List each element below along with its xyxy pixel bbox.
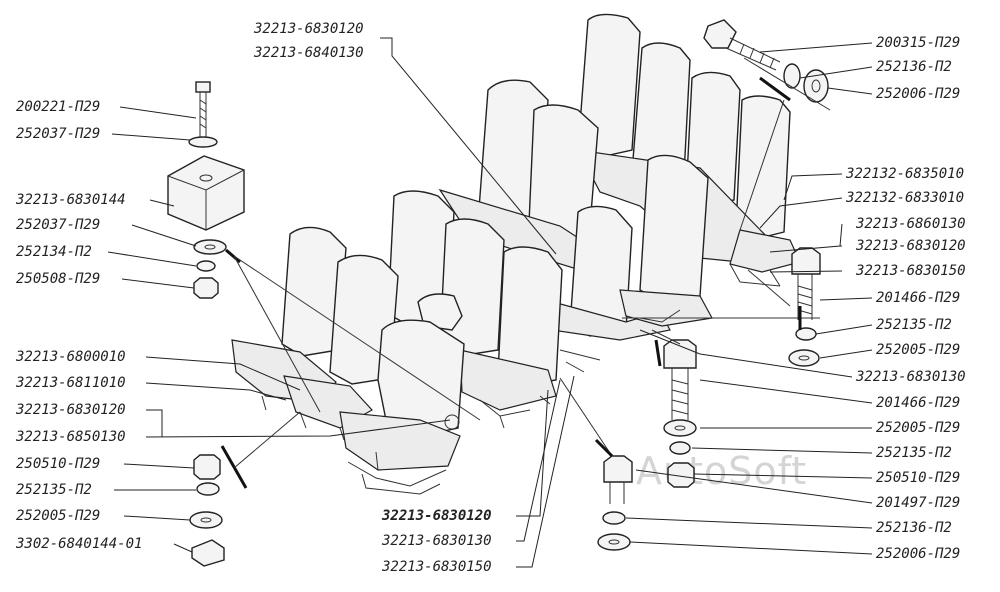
label-left-8: 32213-6830120 [15, 402, 126, 418]
label-top-1: 32213-6840130 [253, 45, 364, 61]
label-right-8: 201466-П29 [876, 290, 960, 306]
label-right-0: 200315-П29 [876, 35, 960, 51]
label-left-0: 200221-П29 [16, 99, 100, 115]
seat-group-middle [438, 79, 713, 373]
left-hardware [167, 81, 245, 567]
label-right-7: 32213-6830150 [855, 263, 966, 279]
label-right-18: 252006-П29 [876, 546, 960, 562]
label-right-15: 250510-П29 [876, 470, 960, 486]
label-right-12: 201466-П29 [876, 395, 960, 411]
label-right-16: 201497-П29 [876, 495, 960, 511]
label-left-2: 32213-6830144 [15, 192, 126, 208]
watermark-text: AutoSoft [636, 449, 807, 493]
label-left-1: 252037-П29 [16, 126, 100, 142]
label-left-13: 3302-6840144-01 [15, 536, 142, 552]
label-right-14: 252135-П2 [876, 445, 952, 461]
label-right-6: 32213-6830120 [855, 238, 966, 254]
label-right-13: 252005-П29 [876, 420, 960, 436]
label-right-1: 252136-П2 [876, 59, 952, 75]
label-right-5: 32213-6860130 [855, 216, 966, 232]
label-right-10: 252005-П29 [876, 342, 960, 358]
label-left-7: 32213-6811010 [15, 375, 126, 391]
leader-lines [107, 37, 873, 568]
left-labels: 200221-П29 252037-П29 32213-6830144 2520… [15, 99, 142, 552]
label-bottom-2: 32213-6830150 [381, 559, 492, 575]
label-bottom-0: 32213-6830120 [381, 508, 492, 524]
label-left-3: 252037-П29 [16, 217, 100, 233]
driver-seat [339, 293, 465, 495]
right-hardware [597, 19, 829, 551]
label-right-3: 322132-6835010 [845, 166, 964, 182]
label-bottom-1: 32213-6830130 [381, 533, 492, 549]
label-left-6: 32213-6800010 [15, 349, 126, 365]
label-right-2: 252006-П29 [876, 86, 960, 102]
label-right-17: 252136-П2 [876, 520, 952, 536]
label-left-10: 250510-П29 [16, 456, 100, 472]
label-right-4: 322132-6833010 [845, 190, 964, 206]
bottom-labels: 32213-6830120 32213-6830130 32213-683015… [381, 508, 492, 575]
label-right-11: 32213-6830130 [855, 369, 966, 385]
label-left-12: 252005-П29 [16, 508, 100, 524]
label-left-5: 250508-П29 [16, 271, 100, 287]
label-left-4: 252134-П2 [16, 244, 92, 260]
seat-group-front [387, 190, 563, 429]
assembly-axis-lines [220, 57, 831, 489]
label-top-0: 32213-6830120 [253, 21, 364, 37]
label-right-9: 252135-П2 [876, 317, 952, 333]
label-left-11: 252135-П2 [16, 482, 92, 498]
label-left-9: 32213-6850130 [15, 429, 126, 445]
right-labels: 200315-П29 252136-П2 252006-П29 322132-6… [845, 35, 966, 562]
seat-group-left [231, 226, 399, 441]
top-labels: 32213-6830120 32213-6840130 [253, 21, 364, 61]
